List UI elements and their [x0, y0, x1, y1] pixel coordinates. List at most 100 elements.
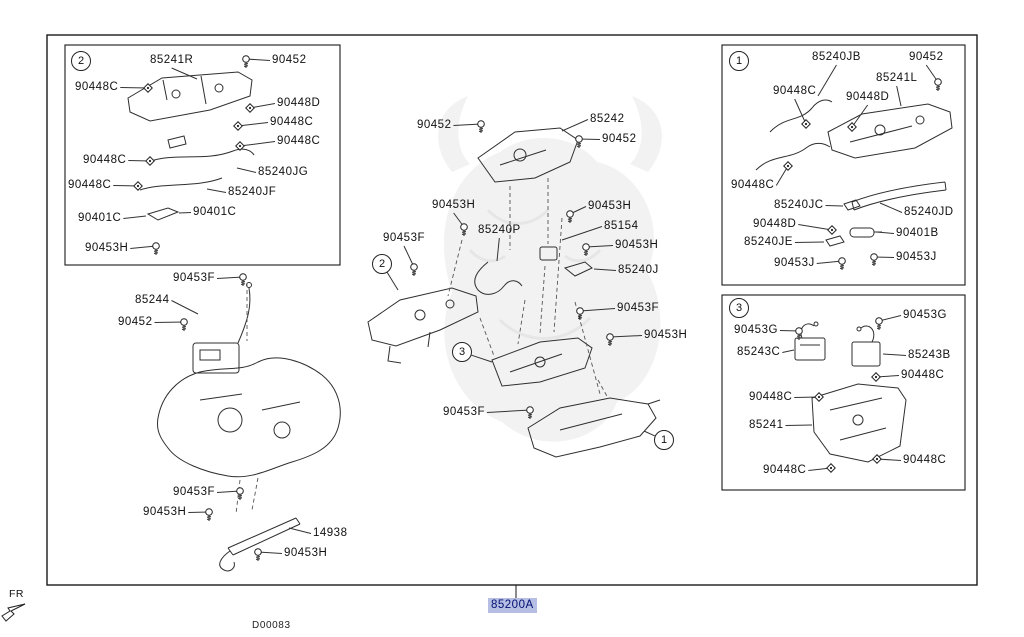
part-label-90448D: 90448D — [753, 218, 797, 230]
part-label-90453F: 90453F — [173, 486, 216, 498]
part-label-90448C: 90448C — [763, 464, 807, 476]
part-label-90453G: 90453G — [734, 324, 778, 336]
clip-nut-icon — [871, 372, 881, 382]
part-label-90448C: 90448C — [773, 85, 817, 97]
part-label-85240P: 85240P — [478, 224, 521, 236]
part-label-90448C: 90448C — [83, 154, 127, 166]
part-label-90448C: 90448C — [749, 391, 793, 403]
part-label-85241: 85241 — [749, 419, 784, 431]
clip-nut-icon — [872, 454, 882, 464]
clip-nut-icon — [826, 463, 836, 473]
assembly-callout-circle-3: 3 — [452, 342, 472, 362]
bolt-icon — [236, 487, 244, 500]
fr-label: FR — [9, 588, 24, 600]
bolt-icon — [205, 508, 213, 521]
bolt-icon — [566, 210, 574, 223]
part-label-90453H: 90453H — [588, 200, 632, 212]
bolt-icon — [870, 253, 878, 266]
inset-frames — [64, 44, 966, 491]
bolt-icon — [242, 55, 250, 68]
bolt-icon — [152, 242, 160, 255]
clip-nut-icon — [233, 121, 243, 131]
bolt-icon — [582, 243, 590, 256]
part-label-85241R: 85241R — [150, 54, 194, 66]
part-label-85240JC: 85240JC — [774, 199, 824, 211]
part-label-90453F: 90453F — [173, 272, 216, 284]
clip-nut-icon — [847, 122, 857, 132]
bolt-icon — [254, 548, 262, 561]
assembly-callout-circle-2: 2 — [71, 51, 91, 71]
clip-nut-icon — [827, 225, 837, 235]
alignment-dashed-lines — [235, 178, 609, 515]
part-label-90453H: 90453H — [85, 242, 129, 254]
assembly-art-inset-top-left — [127, 71, 255, 221]
part-label-85240JF: 85240JF — [228, 186, 277, 198]
clip-nut-icon — [245, 103, 255, 113]
part-label-90452: 90452 — [417, 119, 452, 131]
part-label-90448C: 90448C — [277, 135, 321, 147]
part-label-85240JB: 85240JB — [812, 51, 861, 63]
part-label-85154: 85154 — [604, 220, 639, 232]
part-label-90453F: 90453F — [383, 232, 426, 244]
fastener-markers — [133, 55, 942, 561]
bolt-icon — [526, 406, 534, 419]
selected-part-code[interactable]: 85200A — [488, 598, 537, 613]
part-label-85241L: 85241L — [876, 72, 918, 84]
part-label-90401B: 90401B — [896, 227, 939, 239]
bolt-icon — [410, 263, 418, 276]
part-label-85240JE: 85240JE — [744, 236, 793, 248]
part-label-85243C: 85243C — [737, 346, 781, 358]
bolt-icon — [795, 327, 803, 340]
bolt-icon — [460, 223, 468, 236]
part-label-90453H: 90453H — [644, 329, 688, 341]
part-label-90448D: 90448D — [846, 91, 890, 103]
part-label-85240JD: 85240JD — [904, 206, 954, 218]
part-label-14938: 14938 — [313, 527, 348, 539]
part-label-90448D: 90448D — [277, 97, 321, 109]
assembly-art-inset-bottom-right — [794, 321, 907, 463]
part-label-90448C: 90448C — [270, 116, 314, 128]
part-label-90453F: 90453F — [443, 406, 486, 418]
part-label-90401C: 90401C — [78, 212, 122, 224]
part-label-90448C: 90448C — [68, 179, 112, 191]
assembly-callout-circle-3: 3 — [729, 298, 749, 318]
clip-nut-icon — [145, 156, 155, 166]
part-label-90453F: 90453F — [617, 302, 660, 314]
part-label-85243B: 85243B — [908, 349, 951, 361]
clip-nut-icon — [801, 119, 811, 129]
part-label-90452: 90452 — [602, 133, 637, 145]
document-number: D00083 — [252, 620, 291, 631]
part-label-90448C: 90448C — [903, 454, 947, 466]
part-label-90448C: 90448C — [901, 369, 945, 381]
clip-nut-icon — [235, 141, 245, 151]
assembly-callout-circle-1: 1 — [729, 51, 749, 71]
clip-nut-icon — [814, 392, 824, 402]
bolt-icon — [576, 307, 584, 320]
part-label-85240JG: 85240JG — [258, 166, 309, 178]
part-label-90401C: 90401C — [193, 206, 237, 218]
part-label-90448C: 90448C — [731, 179, 775, 191]
part-label-90452: 90452 — [272, 54, 307, 66]
bolt-icon — [934, 78, 942, 91]
bolt-icon — [875, 317, 883, 330]
part-label-90453J: 90453J — [774, 257, 815, 269]
fr-direction-arrow-icon — [1, 603, 26, 622]
part-label-90453H: 90453H — [143, 506, 187, 518]
clip-nut-icon — [783, 161, 793, 171]
assembly-art-inset-top-right — [755, 99, 953, 247]
part-label-90453J: 90453J — [896, 251, 937, 263]
part-label-90453G: 90453G — [903, 309, 947, 321]
part-label-85240J: 85240J — [618, 264, 659, 276]
assembly-callout-circle-2: 2 — [372, 254, 392, 274]
clip-nut-icon — [133, 181, 143, 191]
diagram-border — [46, 34, 978, 586]
bolt-icon — [477, 120, 485, 133]
bolt-icon — [575, 135, 583, 148]
part-label-90452: 90452 — [118, 316, 153, 328]
part-label-90453H: 90453H — [432, 199, 476, 211]
part-label-90453H: 90453H — [615, 239, 659, 251]
bolt-icon — [838, 257, 846, 270]
part-label-90452: 90452 — [909, 51, 944, 63]
